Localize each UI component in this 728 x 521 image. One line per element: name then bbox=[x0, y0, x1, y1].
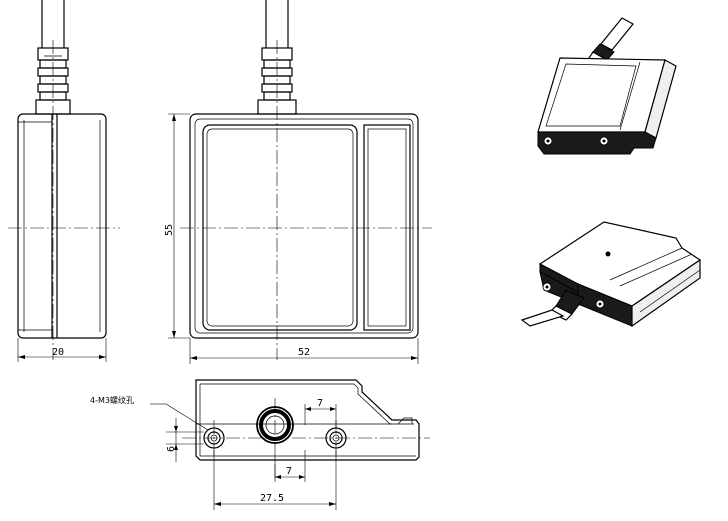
mount-holes-note: 4-M3螺纹孔 bbox=[90, 395, 134, 405]
dim-hole-offset-top: 7 bbox=[317, 398, 323, 409]
bottom-view: 7 7 6 27.5 4-M3螺纹孔 bbox=[90, 379, 430, 510]
dim-front-width: 52 bbox=[298, 347, 310, 358]
dim-side-width: 20 bbox=[52, 347, 64, 358]
dim-front-height: 55 bbox=[164, 224, 175, 236]
dim-hole-height: 6 bbox=[166, 446, 177, 452]
iso-view-top bbox=[537, 17, 677, 155]
front-view: 55 52 bbox=[164, 0, 432, 364]
side-view: 20 bbox=[8, 0, 120, 362]
dim-hole-offset-bottom: 7 bbox=[286, 466, 292, 477]
iso-view-bottom bbox=[520, 221, 702, 328]
dim-hole-spacing: 27.5 bbox=[260, 493, 284, 504]
